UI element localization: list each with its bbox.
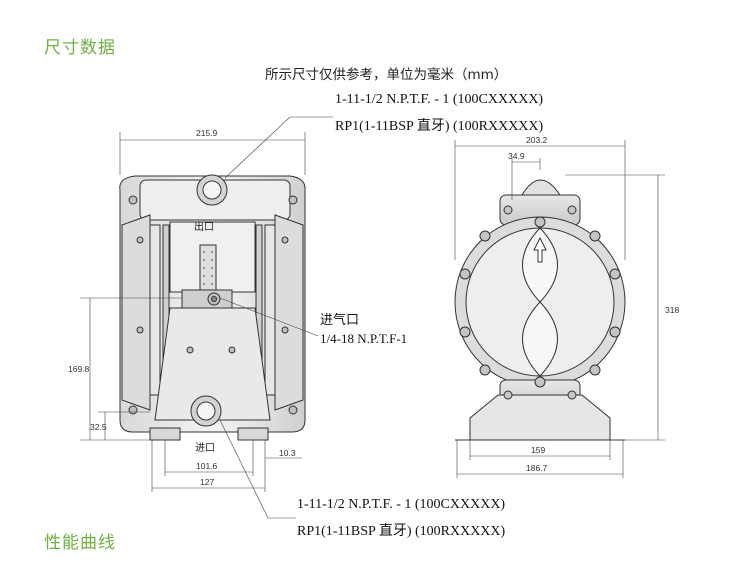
dim-front-width: 215.9: [196, 128, 218, 138]
outlet-thread-callout: 1-11-1/2 N.P.T.F. - 1 (100CXXXXX): [335, 92, 544, 107]
front-view: [119, 174, 306, 441]
front-dimensions: [80, 116, 333, 519]
side-view: [454, 179, 626, 441]
air-inlet-thread: 1/4-18 N.P.T.F-1: [320, 331, 408, 346]
dim-front-height: 169.8: [68, 364, 90, 374]
dim-side-port-offset: 34.9: [508, 151, 525, 161]
muffler-grid: [203, 251, 213, 285]
dim-side-height: 318: [665, 305, 679, 315]
dim-front-offset: 10.3: [279, 448, 296, 458]
section-title-performance: 性能曲线: [44, 533, 116, 553]
outlet-bsp-callout: RP1(1-11BSP 直牙) (100RXXXXX): [335, 119, 544, 134]
inlet-bsp-callout: RP1(1-11BSP 直牙) (100RXXXXX): [297, 524, 506, 539]
inlet-thread-callout: 1-11-1/2 N.P.T.F. - 1 (100CXXXXX): [297, 497, 506, 512]
units-note: 所示尺寸仅供参考，单位为毫米（mm）: [265, 67, 508, 83]
dim-front-base-height: 32.5: [90, 422, 107, 432]
air-inlet-label: 进气口: [320, 312, 360, 327]
outlet-label: 出口: [194, 220, 214, 233]
dim-front-base-inner: 101.6: [196, 461, 218, 471]
dim-side-base-outer: 186.7: [526, 463, 548, 473]
dim-front-base-outer: 127: [200, 477, 214, 487]
side-dimensions: [454, 140, 665, 478]
dim-side-base-inner: 159: [531, 445, 545, 455]
inlet-label: 进口: [195, 442, 215, 454]
dim-side-width: 203.2: [526, 135, 548, 145]
section-title-dimensions: 尺寸数据: [44, 38, 116, 58]
